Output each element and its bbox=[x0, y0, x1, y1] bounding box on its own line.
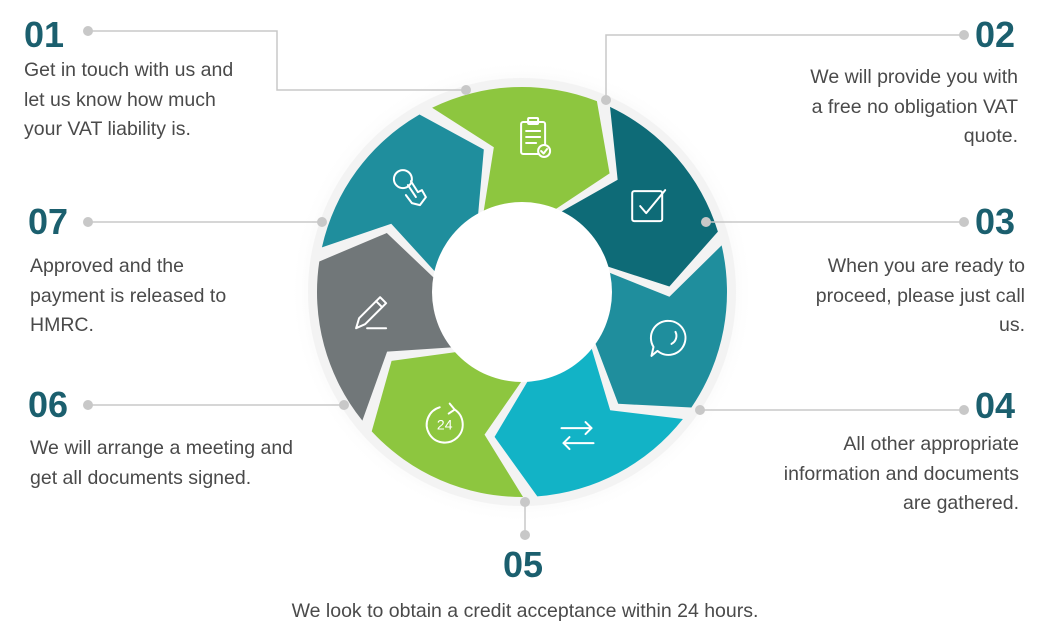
step-04-text: All other appropriate information and do… bbox=[699, 430, 1019, 519]
step-06-line: We will arrange a meeting and bbox=[30, 437, 294, 459]
hand-coin-icon bbox=[392, 169, 427, 207]
step-05-text: We look to obtain a credit acceptance wi… bbox=[200, 597, 850, 627]
step-01-line: let us know how much bbox=[24, 88, 216, 111]
step-06-text: We will arrange a meeting and get all do… bbox=[30, 434, 293, 493]
step-01-number: 01 bbox=[24, 14, 65, 55]
connector-dot-04 bbox=[695, 405, 705, 415]
step-06-line: get all documents signed. bbox=[30, 466, 252, 489]
step-03-number: 03 bbox=[975, 201, 1016, 242]
clock-24-label: 24 bbox=[437, 417, 453, 433]
step-01-text: Get in touch with us and let us know how… bbox=[24, 56, 233, 145]
step-02-line: a free no obligation VAT bbox=[811, 95, 1018, 118]
connector-dot-05 bbox=[520, 497, 530, 507]
step-02-text: We will provide you with a free no oblig… bbox=[718, 63, 1018, 152]
segment-step-04 bbox=[494, 346, 683, 497]
segment-step-05 bbox=[371, 351, 524, 497]
step-07-text: Approved and the payment is released to … bbox=[30, 252, 226, 341]
step-01-line: your VAT liability is. bbox=[24, 118, 191, 140]
speech-bubble-icon bbox=[649, 319, 687, 357]
segment-step-03 bbox=[594, 245, 727, 408]
cycle-segments bbox=[316, 86, 727, 497]
connector-dot-01 bbox=[83, 26, 93, 36]
step-06-number: 06 bbox=[28, 384, 69, 425]
step-03-line: proceed, please just call bbox=[815, 284, 1025, 307]
step-04-line: information and documents bbox=[783, 462, 1019, 485]
connector-lines bbox=[83, 26, 969, 540]
step-04-number: 04 bbox=[975, 385, 1016, 426]
connector-dot-02 bbox=[959, 30, 969, 40]
step-04-line: are gathered. bbox=[902, 492, 1019, 514]
connector-dot-06 bbox=[339, 400, 349, 410]
pen-icon bbox=[355, 296, 388, 330]
connector-dot-01 bbox=[461, 85, 471, 95]
step-07-number: 07 bbox=[28, 201, 69, 242]
step-02-line: quote. bbox=[963, 125, 1018, 147]
connector-dot-06 bbox=[83, 400, 93, 410]
step-02-line: We will provide you with bbox=[810, 66, 1018, 88]
clipboard-check-icon bbox=[520, 117, 552, 158]
step-05-number: 05 bbox=[503, 544, 544, 585]
connector-dot-07 bbox=[83, 217, 93, 227]
clock-24-icon bbox=[425, 402, 464, 444]
step-03-text: When you are ready to proceed, please ju… bbox=[725, 252, 1025, 341]
connector-dot-05 bbox=[520, 530, 530, 540]
ring-center bbox=[432, 202, 612, 382]
step-03-line: us. bbox=[998, 314, 1025, 336]
connector-dot-07 bbox=[317, 217, 327, 227]
step-02-number: 02 bbox=[975, 14, 1016, 55]
checkbox-icon bbox=[631, 189, 667, 223]
segment-step-07 bbox=[321, 114, 484, 273]
step-07-line: payment is released to bbox=[30, 284, 227, 307]
connector-01 bbox=[88, 30, 466, 91]
step-07-line: HMRC. bbox=[30, 314, 94, 336]
exchange-arrows-icon bbox=[560, 421, 595, 451]
segment-step-02 bbox=[559, 106, 718, 287]
segment-step-06 bbox=[316, 233, 454, 421]
step-03-line: When you are ready to bbox=[827, 255, 1025, 277]
step-07-line: Approved and the bbox=[30, 255, 184, 277]
step-01-line: Get in touch with us and bbox=[24, 59, 234, 81]
connector-dot-03 bbox=[959, 217, 969, 227]
step-04-line: All other appropriate bbox=[843, 433, 1019, 455]
connector-dot-03 bbox=[701, 217, 711, 227]
segment-icons: 24 bbox=[355, 117, 687, 451]
connector-dot-02 bbox=[601, 95, 611, 105]
step-05-line: We look to obtain a credit acceptance wi… bbox=[291, 600, 759, 622]
connector-dot-04 bbox=[959, 405, 969, 415]
connector-02 bbox=[605, 34, 964, 100]
